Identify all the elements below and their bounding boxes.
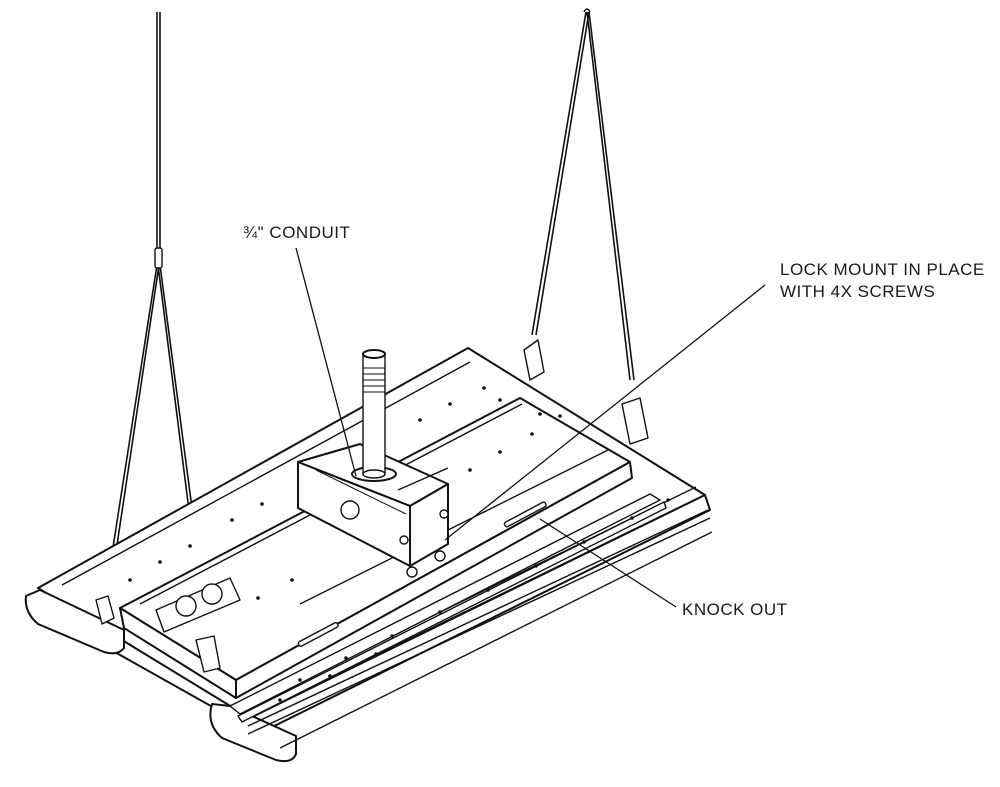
led-channel xyxy=(229,493,713,749)
leader-line-knock-out xyxy=(539,518,677,608)
leader-line-conduit xyxy=(295,247,357,477)
callout-conduit: ¾" CONDUIT xyxy=(243,223,351,242)
cable-gripper-left xyxy=(154,247,163,269)
knock-out-panel xyxy=(155,577,241,633)
callout-knock-out: KNOCK OUT xyxy=(682,600,788,619)
callout-lock-mount-line1: LOCK MOUNT IN PLACE xyxy=(780,260,985,279)
perforation-dots xyxy=(128,386,670,702)
callout-lock-mount: LOCK MOUNT IN PLACE WITH 4X SCREWS xyxy=(780,259,985,303)
callout-lock-mount-line2: WITH 4X SCREWS xyxy=(780,282,936,301)
cable-hook-top-right xyxy=(583,8,591,13)
mounting-brackets xyxy=(95,339,649,673)
end-cap-left xyxy=(24,589,297,763)
housing-slots xyxy=(297,501,547,647)
suspension-cables xyxy=(103,11,635,646)
leader-line-lock-mount xyxy=(444,284,766,541)
conduit-pipe xyxy=(351,349,397,482)
